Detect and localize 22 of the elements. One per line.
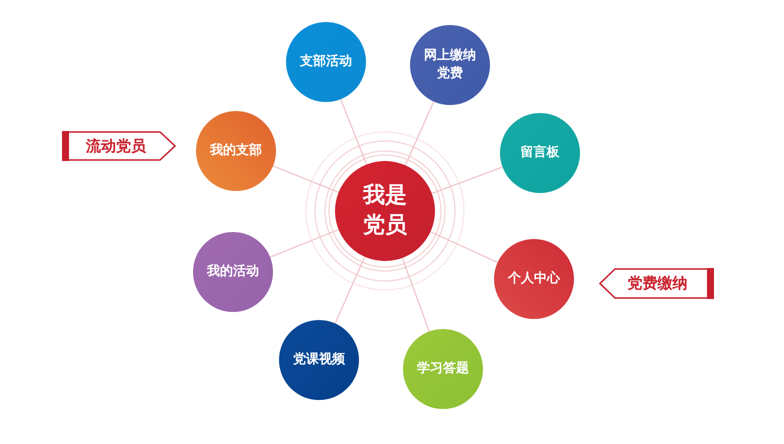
tag-label xyxy=(599,268,714,299)
connector-line xyxy=(404,101,434,166)
circle-label: 我的支部 xyxy=(208,142,263,160)
tag-text: 党费缴纳 xyxy=(628,274,688,293)
circle-label: 支部活动 xyxy=(299,53,353,71)
circle-label: 学习答题 xyxy=(416,360,470,378)
connector-line xyxy=(432,166,503,194)
tag-label xyxy=(62,131,176,161)
connector-line xyxy=(272,165,339,193)
circle-label: 我的活动 xyxy=(206,263,260,281)
circle-label: 留言板 xyxy=(520,144,560,162)
circle-label: 党课视频 xyxy=(292,351,346,369)
tag-text: 流动党员 xyxy=(86,136,146,156)
connector-line xyxy=(270,229,339,258)
circle-label: 个人中心 xyxy=(507,270,562,288)
connector-line xyxy=(402,258,430,332)
circle-label: 我是党员 xyxy=(362,182,408,240)
center-circle xyxy=(335,161,435,261)
connector-line xyxy=(430,231,498,263)
circle-label: 网上缴纳党费 xyxy=(423,47,477,83)
connector-line xyxy=(340,98,368,165)
connector-line xyxy=(334,256,366,324)
